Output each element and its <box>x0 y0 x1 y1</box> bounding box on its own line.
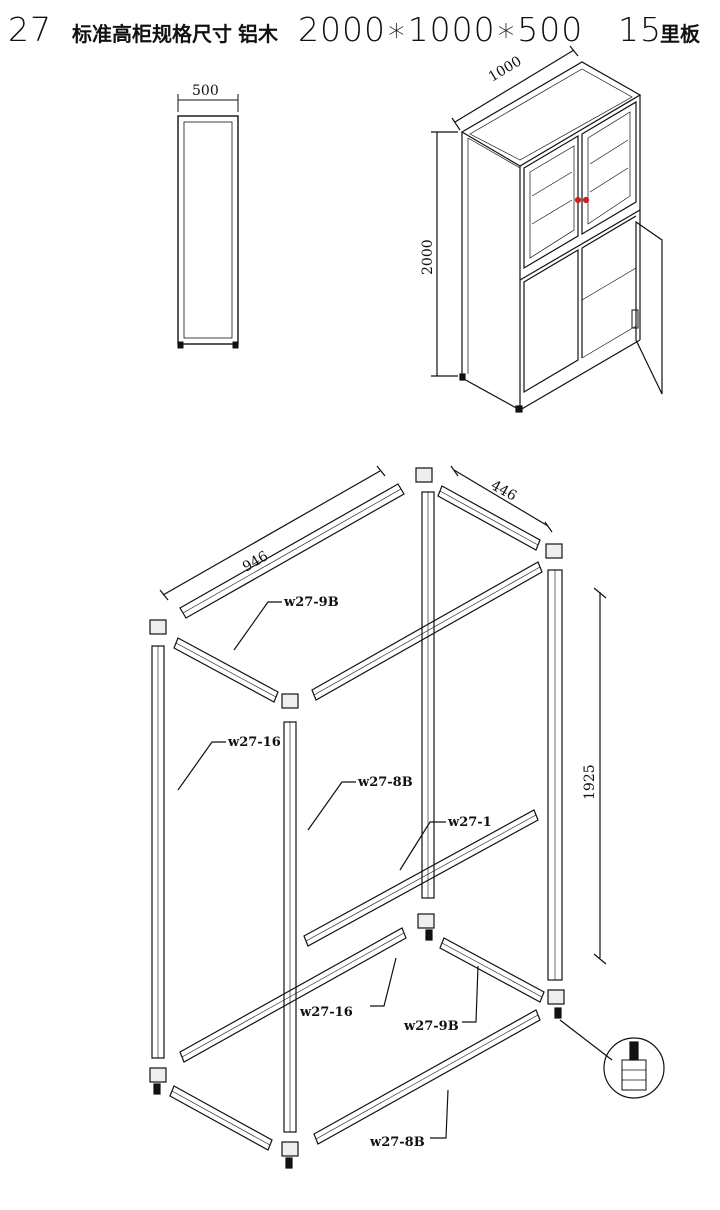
side-depth-dim: 500 <box>192 83 219 99</box>
size-label: 2000∗1000∗500 <box>298 10 584 49</box>
part-label-bottom-side: w27-9B <box>403 1019 459 1034</box>
exploded-frame <box>149 465 665 1169</box>
board-unit: 里板 <box>660 22 700 46</box>
model-name: 标准高柜规格尺寸 <box>72 22 232 46</box>
cabinet-view <box>431 45 663 413</box>
material-label: 铝木 <box>238 22 278 46</box>
title-bar: 27 标准高柜规格尺寸 铝木 2000∗1000∗500 15 里板 <box>0 0 720 60</box>
part-label-center-post: w27-1 <box>447 815 492 830</box>
frame-depth-dim: 446 <box>488 478 519 505</box>
part-label-front-rail: w27-8B <box>357 775 413 790</box>
board-count: 15 <box>618 10 662 49</box>
cabinet-width-dim: 1000 <box>486 53 525 85</box>
part-label-bottom-rail: w27-16 <box>299 1005 353 1020</box>
model-code: 27 <box>8 10 52 49</box>
part-label-bottom-front: w27-8B <box>369 1135 425 1150</box>
part-label-top-side: w27-9B <box>283 595 339 610</box>
frame-height-dim: 1925 <box>582 764 598 800</box>
side-view <box>177 94 239 349</box>
cabinet-height-dim: 2000 <box>420 239 436 275</box>
part-label-left-post: w27-16 <box>227 735 281 750</box>
